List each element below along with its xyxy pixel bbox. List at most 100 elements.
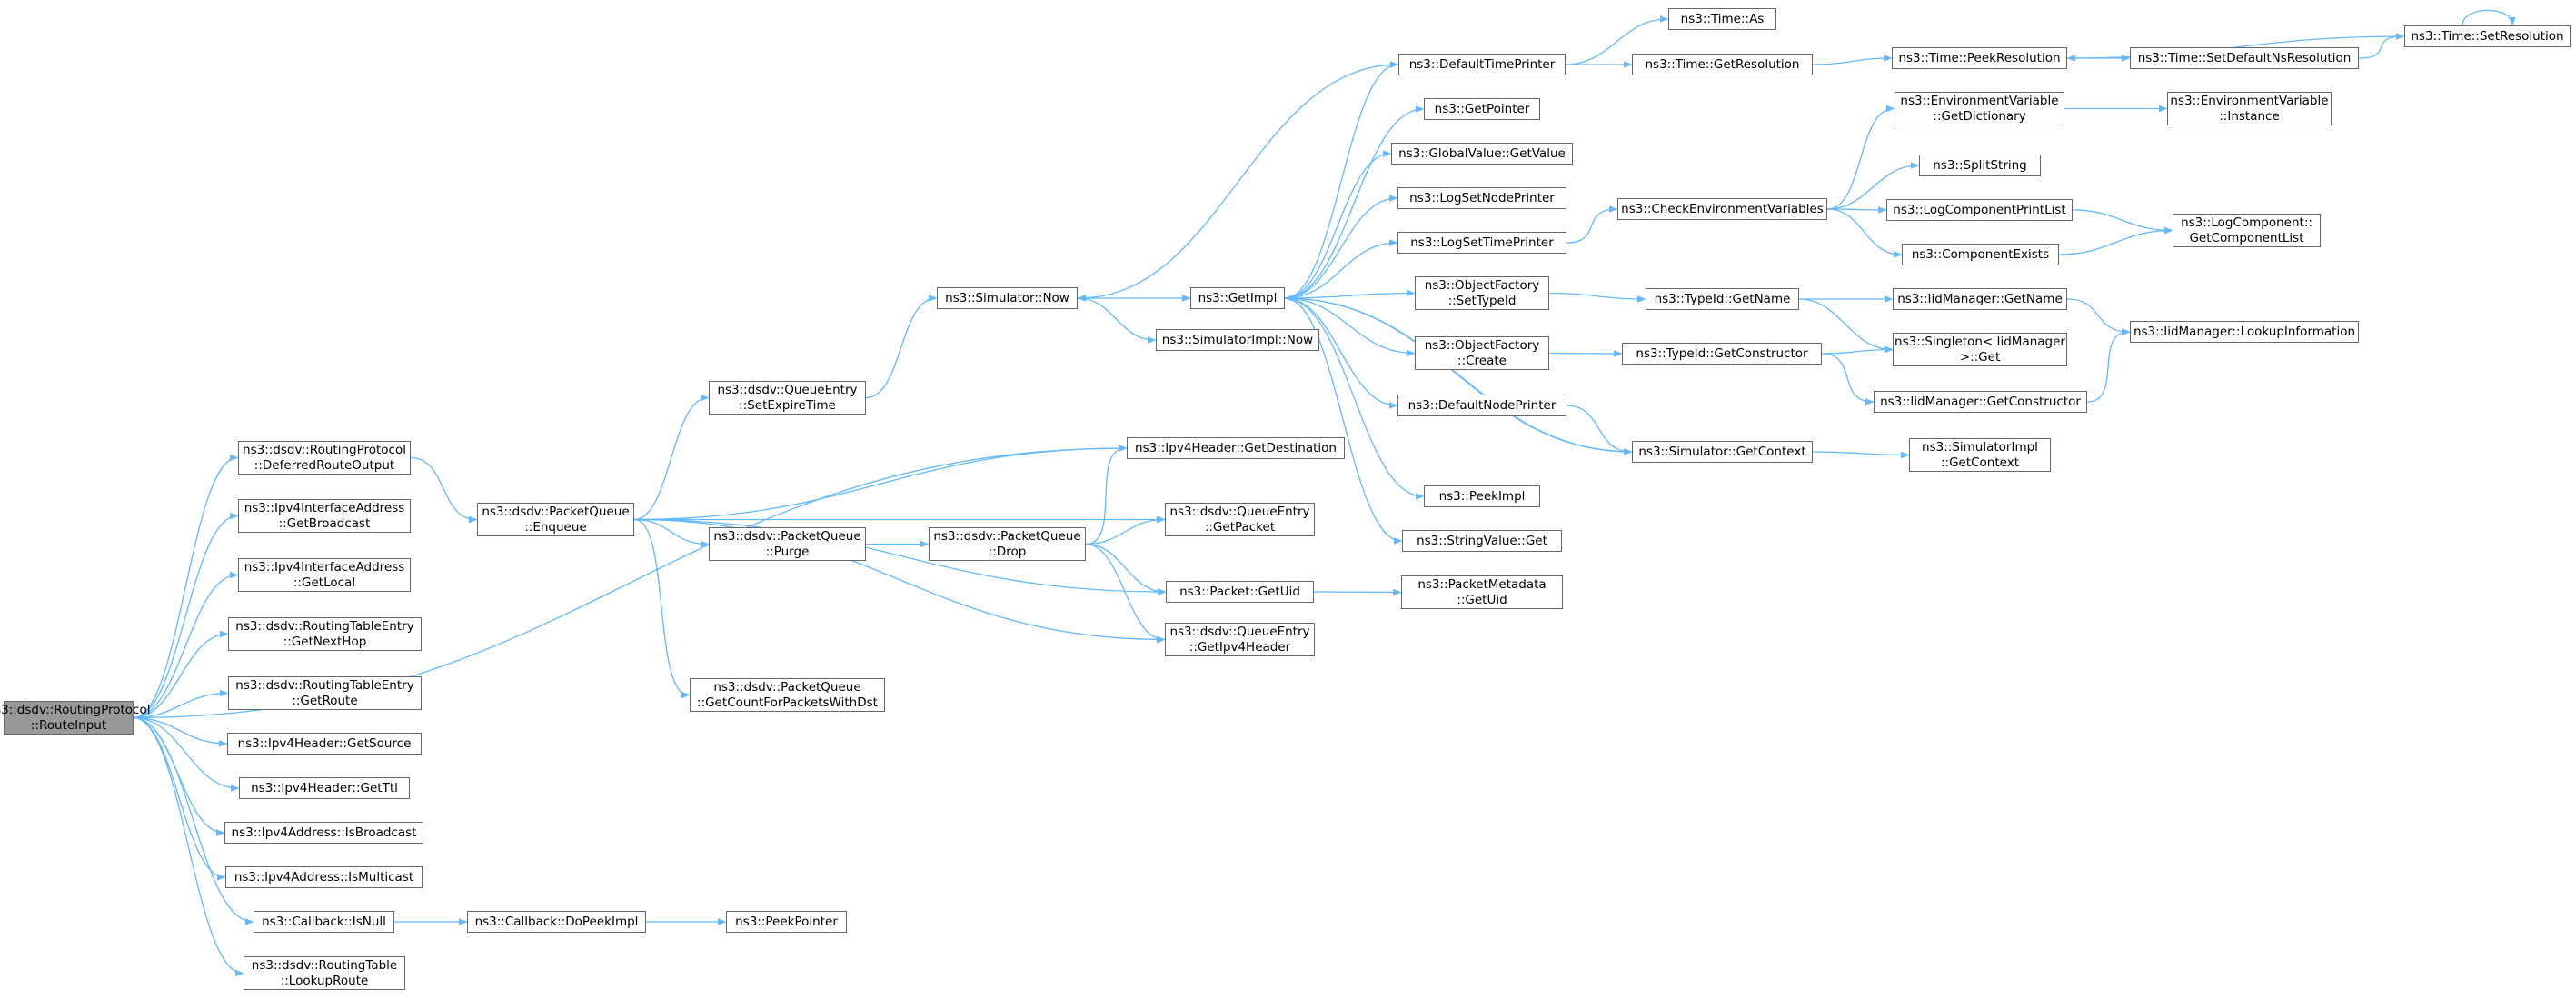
node-label-line: ns3::Time::As (1680, 11, 1765, 26)
node-get-destination[interactable]: ns3::Ipv4Header::GetDestination (1127, 437, 1345, 459)
node-type-id-get-constructor[interactable]: ns3::TypeId::GetConstructor (1622, 343, 1822, 365)
node-label-line: ns3::GetPointer (1434, 101, 1530, 116)
node-enqueue[interactable]: ns3::dsdv::PacketQueue::Enqueue (477, 503, 634, 536)
node-label-line: ns3::Time::SetResolution (2411, 28, 2564, 44)
node-time-peek-resolution[interactable]: ns3::Time::PeekResolution (1892, 47, 2067, 69)
node-log-set-node-printer[interactable]: ns3::LogSetNodePrinter (1397, 187, 1566, 209)
node-label-line: ::Create (1457, 353, 1507, 368)
node-iid-get-constructor[interactable]: ns3::IidManager::GetConstructor (1874, 391, 2087, 413)
node-label-line: >::Get (1959, 349, 2001, 365)
node-label-line: ns3::IidManager::GetConstructor (1880, 394, 2081, 409)
node-label-line: ::GetIpv4Header (1189, 639, 1291, 655)
node-simulator-impl-get-context[interactable]: ns3::SimulatorImpl::GetContext (1909, 438, 2051, 472)
node-label-line: ns3::PacketMetadata (1417, 576, 1547, 592)
node-label-line: ns3::Ipv4Address::IsBroadcast (231, 825, 417, 840)
node-object-factory-set-type-id[interactable]: ns3::ObjectFactory::SetTypeId (1415, 276, 1549, 310)
node-get-pointer[interactable]: ns3::GetPointer (1424, 98, 1540, 120)
node-split-string[interactable]: ns3::SplitString (1919, 155, 2041, 176)
node-label-line: ns3::IidManager::GetName (1897, 291, 2063, 306)
node-label-line: ns3::Time::SetDefaultNsResolution (2137, 50, 2352, 65)
edge-set-expire-time-to-simulator-now (865, 298, 936, 399)
node-get-broadcast[interactable]: ns3::Ipv4InterfaceAddress::GetBroadcast (238, 499, 411, 533)
node-label-line: ::GetNextHop (283, 634, 367, 649)
edge-enqueue-to-get-count-for-packets-with-dst (633, 518, 689, 695)
node-log-component-print-list[interactable]: ns3::LogComponentPrintList (1886, 199, 2073, 221)
node-label-line: ns3::Ipv4InterfaceAddress (244, 500, 405, 515)
node-get-impl[interactable]: ns3::GetImpl (1190, 287, 1285, 309)
node-simulator-impl-now[interactable]: ns3::SimulatorImpl::Now (1156, 329, 1319, 351)
edge-route-input-to-deferred-route-output (133, 458, 237, 719)
node-peek-pointer[interactable]: ns3::PeekPointer (726, 911, 847, 933)
node-label-line: ns3::SimulatorImpl (1922, 439, 2038, 455)
node-time-as[interactable]: ns3::Time::As (1668, 8, 1776, 30)
edge-get-uid-to-packet-metadata-get-uid (1313, 592, 1400, 593)
node-get-packet[interactable]: ns3::dsdv::QueueEntry::GetPacket (1165, 503, 1315, 536)
node-get-component-list[interactable]: ns3::LogComponent::GetComponentList (2173, 214, 2321, 247)
node-label-line: ns3::dsdv::PacketQueue (713, 528, 861, 544)
node-object-factory-create[interactable]: ns3::ObjectFactory::Create (1415, 336, 1549, 370)
node-label-line: ns3::dsdv::QueueEntry (717, 382, 858, 397)
node-get-next-hop[interactable]: ns3::dsdv::RoutingTableEntry::GetNextHop (228, 617, 422, 651)
node-do-peek-impl[interactable]: ns3::Callback::DoPeekImpl (467, 911, 646, 933)
node-get-local[interactable]: ns3::Ipv4InterfaceAddress::GetLocal (238, 558, 411, 592)
node-label-line: ns3::dsdv::PacketQueue (713, 679, 861, 695)
node-simulator-get-context[interactable]: ns3::Simulator::GetContext (1632, 441, 1813, 463)
node-get-route[interactable]: ns3::dsdv::RoutingTableEntry::GetRoute (228, 676, 422, 710)
node-default-node-printer[interactable]: ns3::DefaultNodePrinter (1397, 395, 1566, 416)
edge-route-input-to-is-multicast (133, 716, 224, 878)
node-label-line: ns3::dsdv::PacketQueue (482, 504, 630, 519)
node-peek-impl[interactable]: ns3::PeekImpl (1424, 485, 1540, 507)
node-singleton-get[interactable]: ns3::Singleton< IidManager>::Get (1893, 333, 2067, 366)
node-check-environment-variables[interactable]: ns3::CheckEnvironmentVariables (1617, 198, 1827, 220)
edge-get-impl-to-object-factory-set-type-id (1284, 294, 1414, 299)
edge-route-input-to-get-broadcast (133, 516, 237, 719)
node-time-set-resolution[interactable]: ns3::Time::SetResolution (2404, 25, 2571, 47)
node-iid-get-name[interactable]: ns3::IidManager::GetName (1893, 288, 2067, 310)
node-type-id-get-name[interactable]: ns3::TypeId::GetName (1646, 288, 1799, 310)
node-lookup-route[interactable]: ns3::dsdv::RoutingTable::LookupRoute (244, 956, 405, 990)
node-env-get-dictionary[interactable]: ns3::EnvironmentVariable::GetDictionary (1895, 92, 2064, 125)
node-label-line: ::Instance (2219, 108, 2280, 124)
node-label-line: ::GetDictionary (1933, 108, 2026, 124)
node-get-ipv4-header[interactable]: ns3::dsdv::QueueEntry::GetIpv4Header (1165, 623, 1315, 656)
node-global-value-get-value[interactable]: ns3::GlobalValue::GetValue (1391, 143, 1573, 165)
edge-default-time-printer-to-simulator-now (1079, 64, 1399, 298)
node-is-broadcast[interactable]: ns3::Ipv4Address::IsBroadcast (224, 822, 423, 844)
node-packet-metadata-get-uid[interactable]: ns3::PacketMetadata::GetUid (1401, 575, 1563, 609)
node-label-line: ns3::StringValue::Get (1417, 533, 1547, 548)
node-env-instance[interactable]: ns3::EnvironmentVariable::Instance (2167, 92, 2332, 125)
node-set-default-ns-resolution[interactable]: ns3::Time::SetDefaultNsResolution (2130, 47, 2359, 69)
node-get-source[interactable]: ns3::Ipv4Header::GetSource (227, 733, 422, 755)
node-get-ttl[interactable]: ns3::Ipv4Header::GetTtl (239, 777, 410, 799)
node-deferred-route-output[interactable]: ns3::dsdv::RoutingProtocol::DeferredRout… (238, 441, 411, 475)
node-is-null[interactable]: ns3::Callback::IsNull (254, 911, 394, 933)
edge-check-environment-variables-to-env-get-dictionary (1826, 109, 1894, 210)
node-component-exists[interactable]: ns3::ComponentExists (1902, 244, 2059, 265)
edge-object-factory-set-type-id-to-type-id-get-name (1548, 292, 1645, 300)
node-label-line: ::GetLocal (293, 575, 356, 590)
edge-enqueue-to-get-uid (633, 518, 1165, 593)
edge-drop-to-get-ipv4-header (1085, 543, 1164, 640)
node-purge[interactable]: ns3::dsdv::PacketQueue::Purge (709, 527, 866, 561)
edge-route-input-to-get-ttl (133, 716, 238, 789)
node-label-line: ns3::dsdv::PacketQueue (933, 528, 1081, 544)
node-string-value-get[interactable]: ns3::StringValue::Get (1402, 530, 1562, 552)
node-simulator-now[interactable]: ns3::Simulator::Now (937, 287, 1078, 309)
node-get-count-for-packets-with-dst[interactable]: ns3::dsdv::PacketQueue::GetCountForPacke… (690, 678, 885, 712)
edge-get-impl-to-default-node-printer (1284, 297, 1397, 405)
node-get-uid[interactable]: ns3::Packet::GetUid (1166, 581, 1314, 603)
node-route-input[interactable]: ns3::dsdv::RoutingProtocol::RouteInput (0, 701, 150, 735)
node-label-line: GetComponentList (2189, 230, 2304, 245)
node-drop[interactable]: ns3::dsdv::PacketQueue::Drop (929, 527, 1086, 561)
node-log-set-time-printer[interactable]: ns3::LogSetTimePrinter (1397, 232, 1566, 254)
edge-iid-get-constructor-to-lookup-information (2086, 332, 2129, 403)
edge-check-environment-variables-to-log-component-print-list (1826, 209, 1885, 210)
edge-simulator-now-to-simulator-impl-now (1077, 297, 1155, 340)
node-lookup-information[interactable]: ns3::IidManager::LookupInformation (2130, 321, 2359, 343)
node-is-multicast[interactable]: ns3::Ipv4Address::IsMulticast (225, 866, 423, 888)
node-time-get-resolution[interactable]: ns3::Time::GetResolution (1632, 54, 1813, 75)
node-default-time-printer[interactable]: ns3::DefaultTimePrinter (1398, 54, 1566, 75)
node-set-expire-time[interactable]: ns3::dsdv::QueueEntry::SetExpireTime (709, 381, 866, 415)
node-label-line: ns3::Callback::IsNull (262, 914, 386, 929)
